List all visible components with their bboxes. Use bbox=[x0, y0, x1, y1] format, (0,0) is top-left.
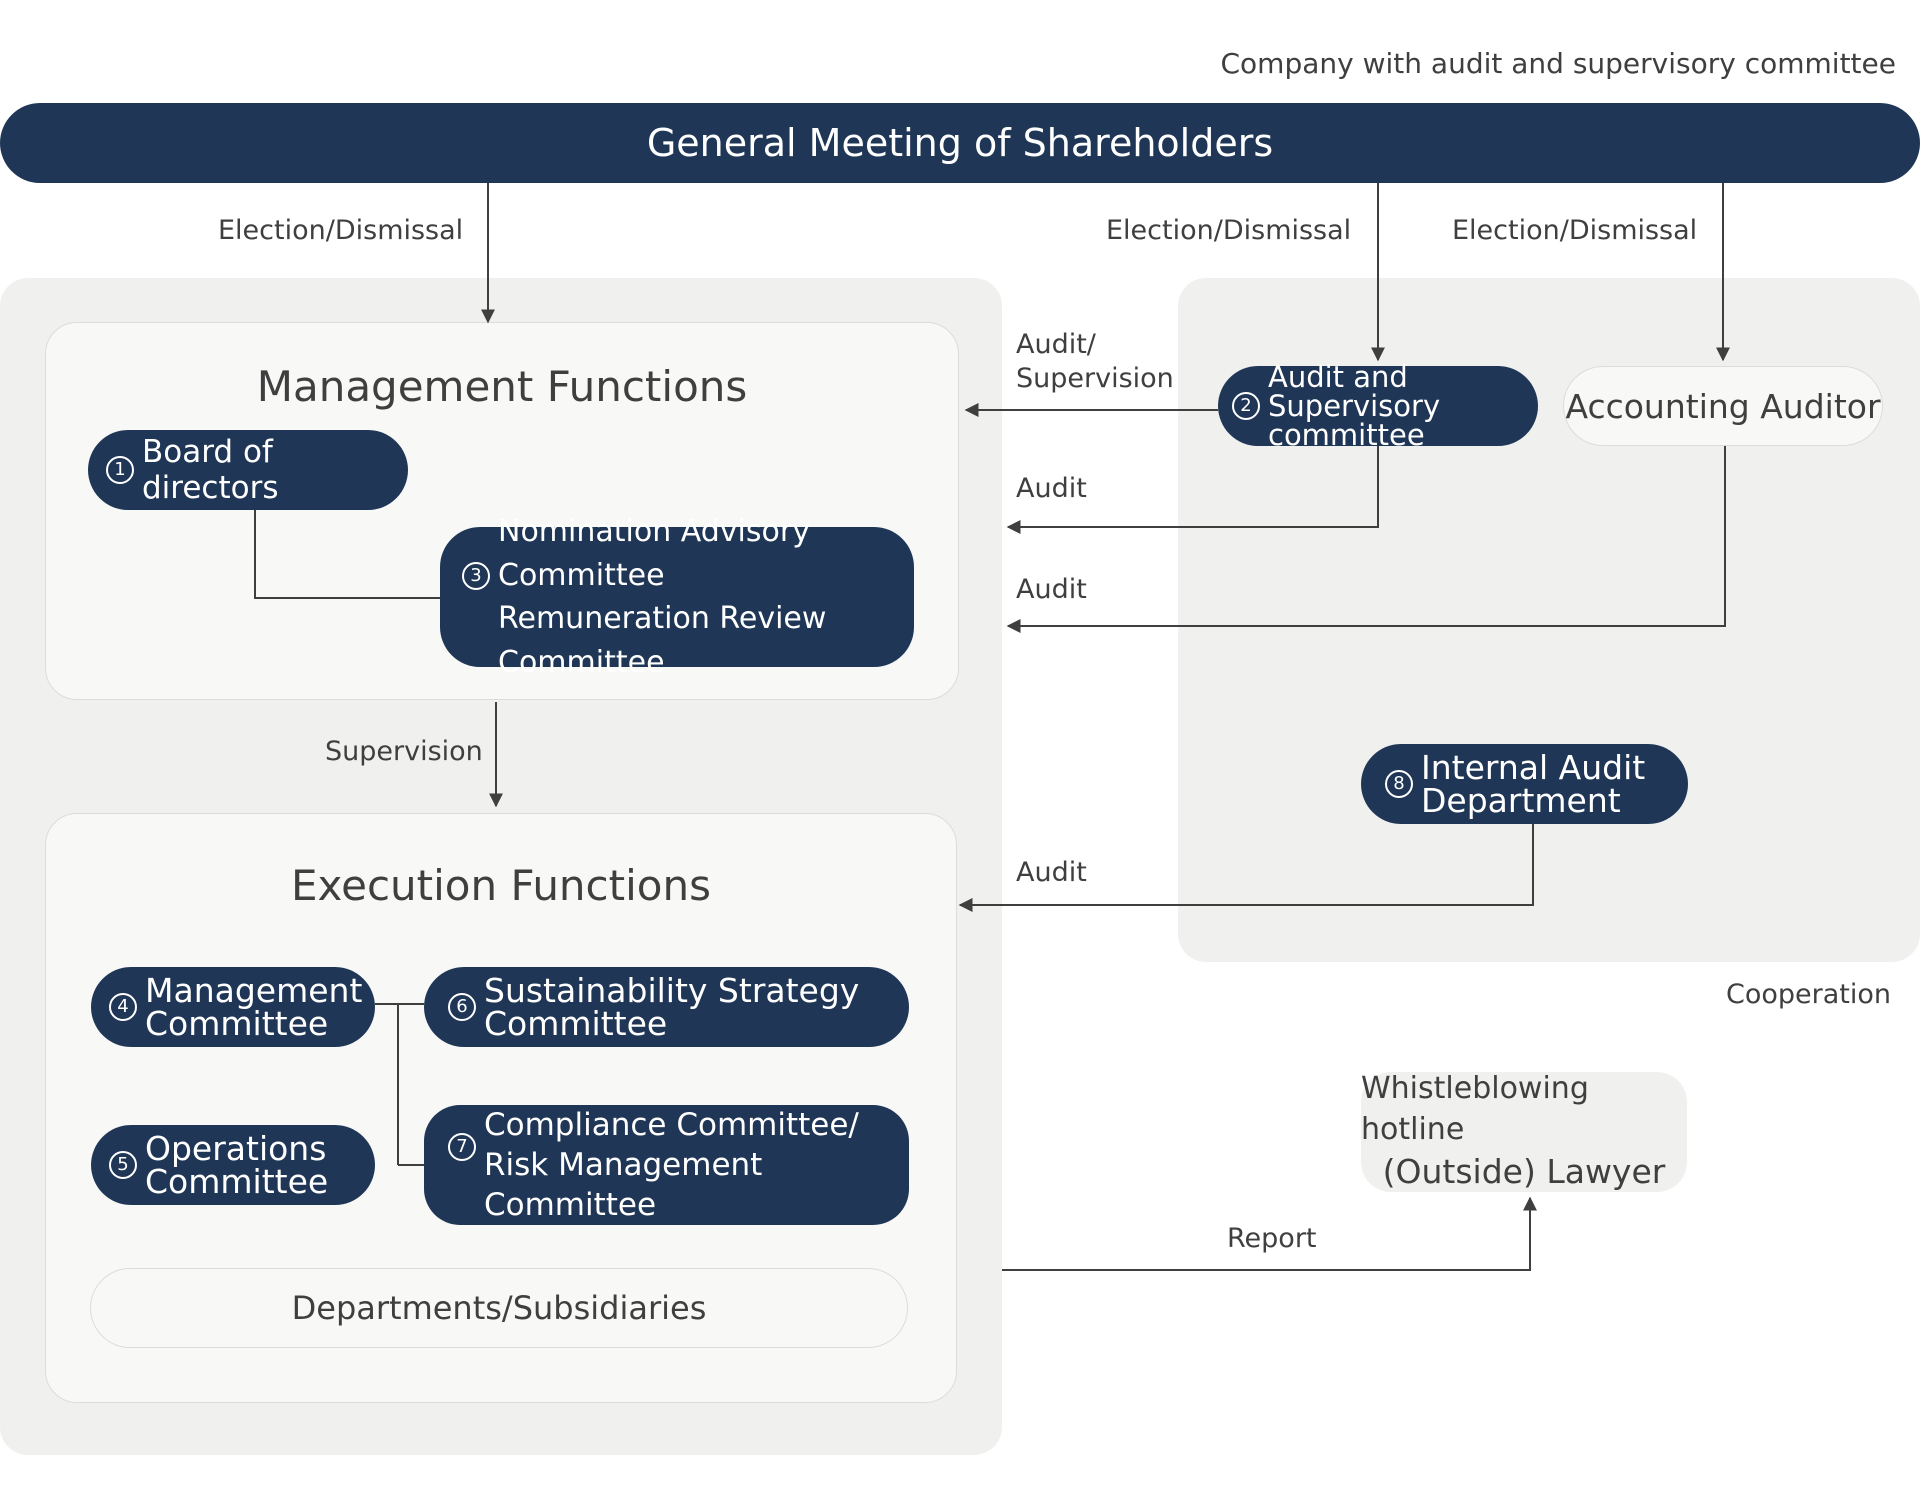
line-board-to-nomination bbox=[254, 510, 440, 599]
arrow-internal-audit bbox=[958, 824, 1534, 912]
number-4-icon: 4 bbox=[109, 993, 137, 1021]
number-6-icon: 6 bbox=[448, 993, 476, 1021]
label-audit-3: Audit bbox=[1016, 857, 1087, 888]
board-of-directors: 1 Board of directors bbox=[88, 430, 408, 510]
company-type-note: Company with audit and supervisory commi… bbox=[1220, 47, 1897, 80]
general-meeting-label: General Meeting of Shareholders bbox=[646, 121, 1274, 165]
execution-functions-title: Execution Functions bbox=[291, 861, 711, 910]
board-of-directors-label: Board of directors bbox=[142, 434, 279, 506]
compliance-committee-label: Compliance Committee/ bbox=[484, 1106, 859, 1143]
arrow-audit-committee-audit bbox=[1006, 446, 1379, 534]
remuneration-committee-label: Remuneration Review Committee bbox=[498, 601, 827, 680]
number-2-icon: 2 bbox=[1232, 392, 1260, 420]
risk-committee-label: Risk Management Committee bbox=[484, 1146, 763, 1224]
nomination-remuneration-committees: 3 Nomination Advisory Committee Remunera… bbox=[440, 514, 914, 680]
label-election-left: Election/Dismissal bbox=[218, 215, 464, 246]
whistleblowing-hotline-label: Whistleblowing hotline bbox=[1361, 1071, 1589, 1147]
management-committee-line2: Committee bbox=[145, 1004, 329, 1043]
audit-committee-line1: Audit and Supervisory bbox=[1268, 359, 1441, 423]
label-cooperation: Cooperation bbox=[1726, 979, 1892, 1010]
label-election-right: Election/Dismissal bbox=[1452, 215, 1698, 246]
management-committee: 4 Management Committee bbox=[91, 967, 375, 1047]
label-audit-2: Audit bbox=[1016, 574, 1087, 605]
accounting-auditor-label: Accounting Auditor bbox=[1565, 386, 1881, 426]
internal-audit-line2: Department bbox=[1421, 781, 1621, 820]
departments-subsidiaries: Departments/Subsidiaries bbox=[90, 1268, 908, 1348]
sustainability-committee-line2: Committee bbox=[484, 1004, 668, 1043]
number-5-icon: 5 bbox=[109, 1151, 137, 1179]
general-meeting-bar: General Meeting of Shareholders bbox=[0, 103, 1920, 183]
label-audit-supervision-2: Supervision bbox=[1016, 363, 1174, 394]
arrow-accounting-auditor-audit bbox=[1006, 446, 1726, 633]
arrow-report bbox=[1002, 1196, 1537, 1271]
label-audit-supervision-1: Audit/ bbox=[1016, 329, 1096, 360]
management-functions-title: Management Functions bbox=[256, 362, 748, 411]
accounting-auditor: Accounting Auditor bbox=[1563, 366, 1883, 446]
label-audit-1: Audit bbox=[1016, 473, 1087, 504]
internal-audit-line1: Internal Audit bbox=[1421, 748, 1646, 787]
departments-subsidiaries-label: Departments/Subsidiaries bbox=[291, 1289, 707, 1327]
sustainability-committee-line1: Sustainability Strategy bbox=[484, 971, 860, 1010]
operations-committee-line2: Committee bbox=[145, 1162, 329, 1201]
internal-audit-department: 8 Internal Audit Department bbox=[1361, 744, 1688, 824]
operations-committee-line1: Operations bbox=[145, 1129, 327, 1168]
management-committee-line1: Management bbox=[145, 971, 363, 1010]
audit-supervisory-committee: 2 Audit and Supervisory committee bbox=[1218, 359, 1538, 449]
label-election-mid: Election/Dismissal bbox=[1106, 215, 1352, 246]
number-8-icon: 8 bbox=[1385, 770, 1413, 798]
number-3-icon: 3 bbox=[462, 562, 490, 590]
operations-committee: 5 Operations Committee bbox=[91, 1125, 375, 1205]
nomination-committee-label: Nomination Advisory Committee bbox=[498, 514, 810, 593]
sustainability-strategy-committee: 6 Sustainability Strategy Committee bbox=[424, 967, 909, 1047]
audit-committee-line2: committee bbox=[1268, 417, 1425, 452]
compliance-risk-committee: 7 Compliance Committee/ Risk Management … bbox=[424, 1105, 909, 1225]
number-7-icon: 7 bbox=[448, 1133, 476, 1161]
label-supervision: Supervision bbox=[325, 736, 483, 767]
whistleblowing-hotline-box: Whistleblowing hotline (Outside) Lawyer bbox=[1361, 1071, 1687, 1192]
number-1-icon: 1 bbox=[106, 456, 134, 484]
label-report: Report bbox=[1227, 1223, 1317, 1254]
outside-lawyer-label: (Outside) Lawyer bbox=[1382, 1152, 1666, 1192]
